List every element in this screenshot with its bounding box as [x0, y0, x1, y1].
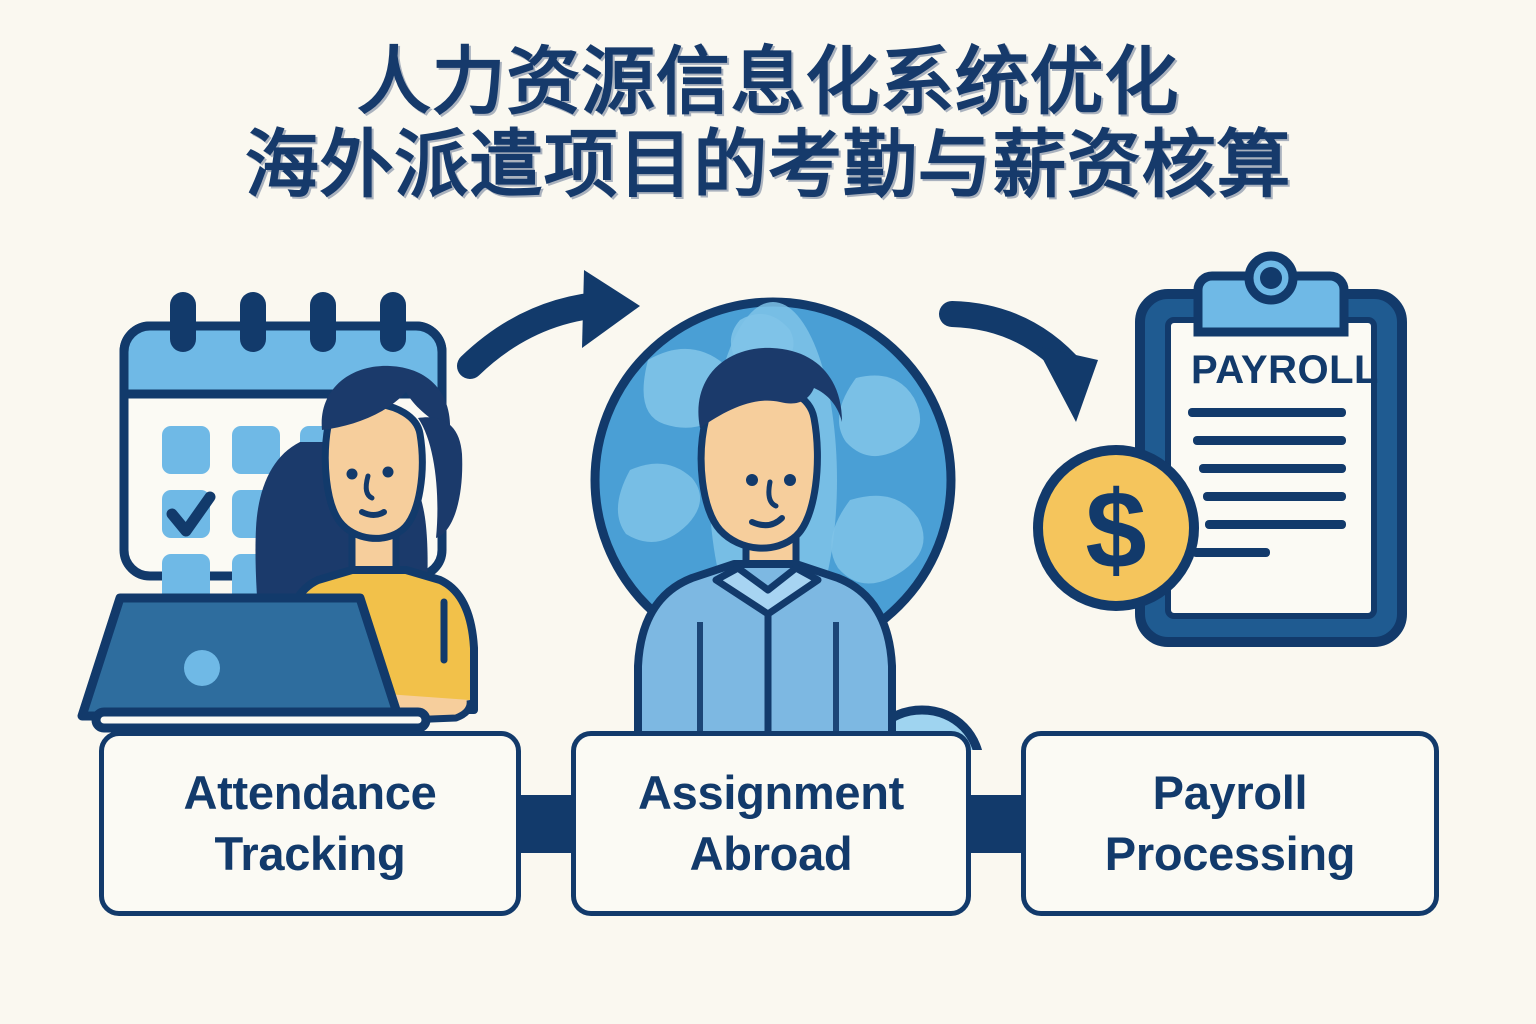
- step-label-assignment-line1: Assignment: [638, 766, 904, 820]
- step-label-attendance-line1: Attendance: [183, 766, 437, 820]
- eye-right: [784, 474, 796, 486]
- man-traveler-illustration: [634, 347, 896, 750]
- step-card-attendance[interactable]: Attendance Tracking: [99, 731, 521, 916]
- step-label-payroll: Payroll Processing: [1095, 763, 1365, 883]
- step-label-payroll-line2: Processing: [1104, 826, 1356, 880]
- clipboard-heading: PAYROLL: [1191, 348, 1379, 392]
- dollar-coin-icon: $: [1033, 445, 1199, 611]
- clipboard-icon: PAYROLL: [1135, 251, 1407, 647]
- arrow-2-icon: [939, 301, 1098, 422]
- eye-right: [382, 466, 394, 478]
- step-label-attendance-line2: Tracking: [214, 826, 406, 880]
- check-icon: [166, 491, 216, 537]
- step-label-assignment-line2: Abroad: [689, 826, 853, 880]
- calendar-rings: [170, 292, 406, 352]
- eye-left: [346, 468, 358, 480]
- step-label-assignment: Assignment Abroad: [628, 763, 914, 883]
- title-line-1: 人力资源信息化系统优化: [356, 40, 1180, 123]
- illustration-band: PAYROLL $: [0, 250, 1536, 750]
- step-label-attendance: Attendance Tracking: [174, 763, 447, 883]
- woman-at-laptop-illustration: [77, 365, 478, 733]
- step-card-assignment[interactable]: Assignment Abroad: [571, 731, 971, 916]
- clipboard-lines: [1188, 408, 1346, 557]
- step-card-payroll[interactable]: Payroll Processing: [1021, 731, 1439, 916]
- title-line-2: 海外派遣项目的考勤与薪资核算: [244, 123, 1292, 207]
- step-label-payroll-line1: Payroll: [1152, 766, 1308, 820]
- dollar-sign: $: [1085, 469, 1146, 592]
- arrow-1-icon: [457, 270, 640, 379]
- eye-left: [746, 474, 758, 486]
- laptop-icon: [77, 593, 431, 733]
- page-title: 人力资源信息化系统优化 海外派遣项目的考勤与薪资核算: [0, 44, 1536, 203]
